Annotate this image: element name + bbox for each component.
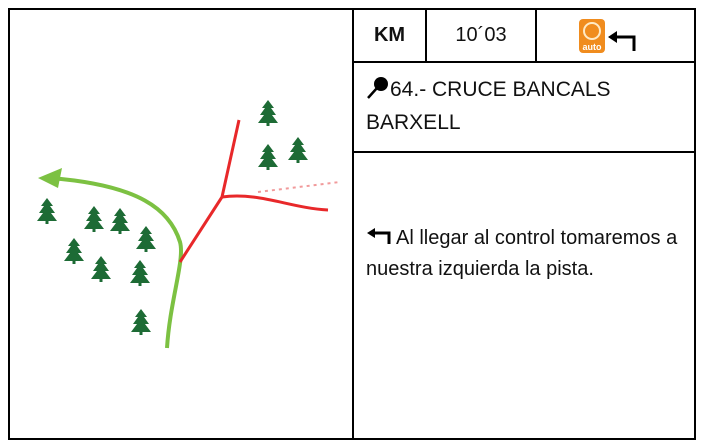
pine-tree-icon xyxy=(131,309,151,335)
pine-tree-icon xyxy=(288,137,308,163)
pine-tree-icon xyxy=(64,238,84,264)
waypoint-title-row: 64.- CRUCE BANCALS BARXELL xyxy=(354,63,694,153)
route-diagram-svg xyxy=(37,100,341,349)
track-dashed xyxy=(257,181,341,193)
track-red-branch xyxy=(221,194,329,212)
roadbook-card: KM 10´03 auto 64.- CRUCE BANCALS BARXELL xyxy=(8,8,696,440)
pine-tree-icon xyxy=(110,208,130,234)
route-diagram xyxy=(10,10,354,438)
km-value: 10´03 xyxy=(427,10,537,61)
map-pin-icon xyxy=(367,77,388,100)
route-arrow-head xyxy=(38,168,62,188)
turn-left-arrow-icon xyxy=(367,227,391,244)
instruction-row: Al llegar al control tomaremos a nuestra… xyxy=(354,153,694,438)
pine-tree-icon xyxy=(258,144,278,170)
turn-left-arrow-icon xyxy=(608,30,636,51)
km-label: KM xyxy=(354,10,427,61)
pine-tree-icon xyxy=(37,198,57,224)
auto-clock-icon: auto xyxy=(579,18,605,53)
auto-label: auto xyxy=(582,41,602,52)
route-path-green xyxy=(49,176,183,349)
instruction-text: Al llegar al control tomaremos a nuestra… xyxy=(366,227,678,280)
pine-tree-icon xyxy=(84,206,104,232)
waypoint-title: 64.- CRUCE BANCALS BARXELL xyxy=(366,78,611,134)
auto-cell: auto xyxy=(537,10,694,61)
km-row: KM 10´03 auto xyxy=(354,10,694,63)
track-red-main xyxy=(178,119,241,263)
pine-tree-icon xyxy=(91,256,111,282)
info-panel: KM 10´03 auto 64.- CRUCE BANCALS BARXELL xyxy=(354,10,694,438)
pine-tree-icon xyxy=(130,260,150,286)
pine-tree-icon xyxy=(136,226,156,252)
pine-tree-icon xyxy=(258,100,278,126)
